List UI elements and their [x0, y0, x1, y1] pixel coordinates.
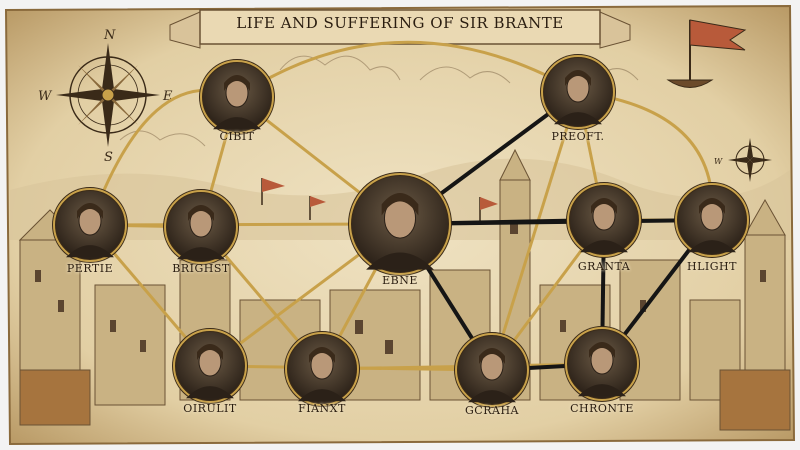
small-compass-icon: W [714, 138, 772, 182]
shoulders-icon [213, 117, 261, 130]
portrait-label-preoft: PREOFT. [551, 130, 605, 143]
shoulders-icon [578, 384, 626, 397]
hair-icon [188, 205, 214, 221]
link-black [399, 218, 713, 226]
shoulders-icon [298, 389, 346, 402]
hair-icon [565, 70, 591, 86]
hair-icon [589, 342, 615, 358]
portrait-ebne[interactable] [348, 172, 452, 276]
shoulders-icon [66, 245, 114, 258]
portrait-label-ebne: EBNE [382, 274, 418, 287]
shoulders-icon [177, 247, 225, 260]
compass-east: E [162, 89, 173, 104]
hair-icon [591, 198, 617, 214]
portrait-label-fianxt: FIANXT [298, 402, 346, 415]
portrait-label-granta: GRANTA [577, 260, 631, 273]
compass-south: S [104, 150, 113, 165]
flag-icon [261, 178, 498, 222]
portrait-fianxt[interactable] [284, 331, 360, 407]
portrait-label-brights: BRIGHST [172, 262, 230, 275]
hair-icon [381, 192, 419, 216]
city-windows [35, 220, 766, 354]
svg-text:W: W [714, 157, 723, 166]
portrait-label-oirult: OIRULIT [183, 402, 237, 415]
hair-icon [479, 348, 505, 364]
portrait-nodes[interactable] [52, 54, 750, 408]
portrait-hlight[interactable] [674, 182, 750, 258]
link-arc [236, 40, 579, 99]
hair-icon [77, 203, 103, 219]
portrait-oirult[interactable] [172, 328, 248, 404]
shoulders-icon [468, 390, 516, 403]
portrait-pertie[interactable] [52, 187, 128, 263]
portrait-label-chronte: CHRONTE [570, 402, 634, 415]
portrait-gcraha[interactable] [454, 332, 530, 408]
portrait-cibit[interactable] [199, 59, 275, 135]
compass-rose: N S E W [38, 28, 173, 165]
hair-icon [309, 347, 335, 363]
shoulders-icon [186, 386, 234, 399]
ship-icon [666, 19, 747, 88]
portrait-label-cibit: CIBIT [219, 130, 255, 143]
shoulders-icon [580, 240, 628, 253]
shoulders-icon [554, 112, 602, 125]
link-gold [490, 91, 580, 371]
hair-icon [224, 75, 250, 91]
portrait-granta[interactable] [566, 182, 642, 258]
compass-north: N [103, 28, 116, 43]
page-title: LIFE AND SUFFERING OF SIR BRANTE [236, 14, 564, 32]
portrait-label-pertie: PERTIE [66, 262, 114, 275]
shoulders-icon [688, 240, 736, 253]
portrait-label-hlight: HLIGHT [687, 260, 737, 273]
title-ribbon [169, 9, 631, 49]
portrait-label-gcraha: GCRAHA [465, 404, 519, 417]
compass-west: W [38, 89, 53, 104]
hair-icon [197, 344, 223, 360]
hair-icon [699, 198, 725, 214]
portrait-preoft[interactable] [540, 54, 616, 130]
shoulders-icon [366, 252, 434, 270]
portrait-chronte[interactable] [564, 326, 640, 402]
portrait-brights[interactable] [163, 189, 239, 265]
